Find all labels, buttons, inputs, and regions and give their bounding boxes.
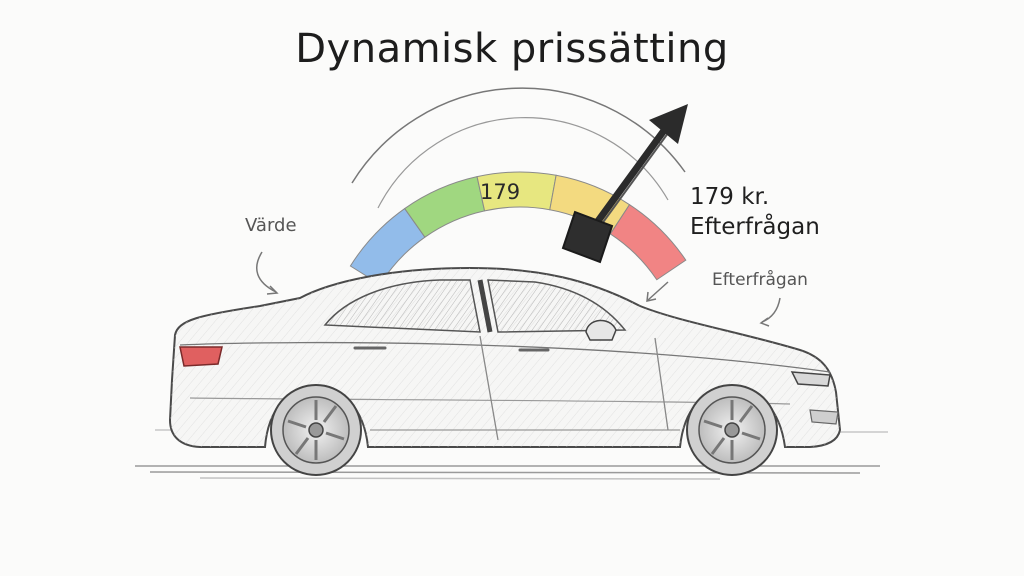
value-annotation: Värde bbox=[245, 215, 297, 236]
page-title: Dynamisk prissätting bbox=[295, 26, 729, 72]
front-window bbox=[487, 279, 627, 333]
gauge-center-value: 179 bbox=[480, 180, 521, 204]
center-arrow-icon bbox=[647, 281, 669, 301]
value-note-arrow-icon bbox=[256, 251, 277, 293]
gauge-segment-5 bbox=[609, 203, 687, 281]
needle-base bbox=[561, 210, 614, 264]
head-light bbox=[790, 371, 831, 387]
demand-annotation: Efterfrågan bbox=[712, 270, 808, 290]
gauge-outer-outline bbox=[351, 87, 686, 184]
demand-label: Efterfrågan bbox=[690, 214, 820, 240]
car-sketch bbox=[168, 266, 842, 448]
demand-gauge bbox=[349, 171, 687, 286]
side-mirror bbox=[585, 319, 617, 341]
price-label: 179 kr. bbox=[690, 184, 770, 210]
demand-note-arrow-icon bbox=[761, 297, 781, 323]
gauge-inner-outline bbox=[377, 117, 669, 209]
b-pillar bbox=[477, 279, 493, 333]
rear-window bbox=[323, 279, 481, 333]
front-wheel bbox=[686, 384, 778, 476]
gauge-needle bbox=[561, 104, 688, 264]
rear-wheel bbox=[270, 384, 362, 476]
arrow-head-icon bbox=[649, 104, 688, 144]
tail-light bbox=[179, 346, 223, 367]
